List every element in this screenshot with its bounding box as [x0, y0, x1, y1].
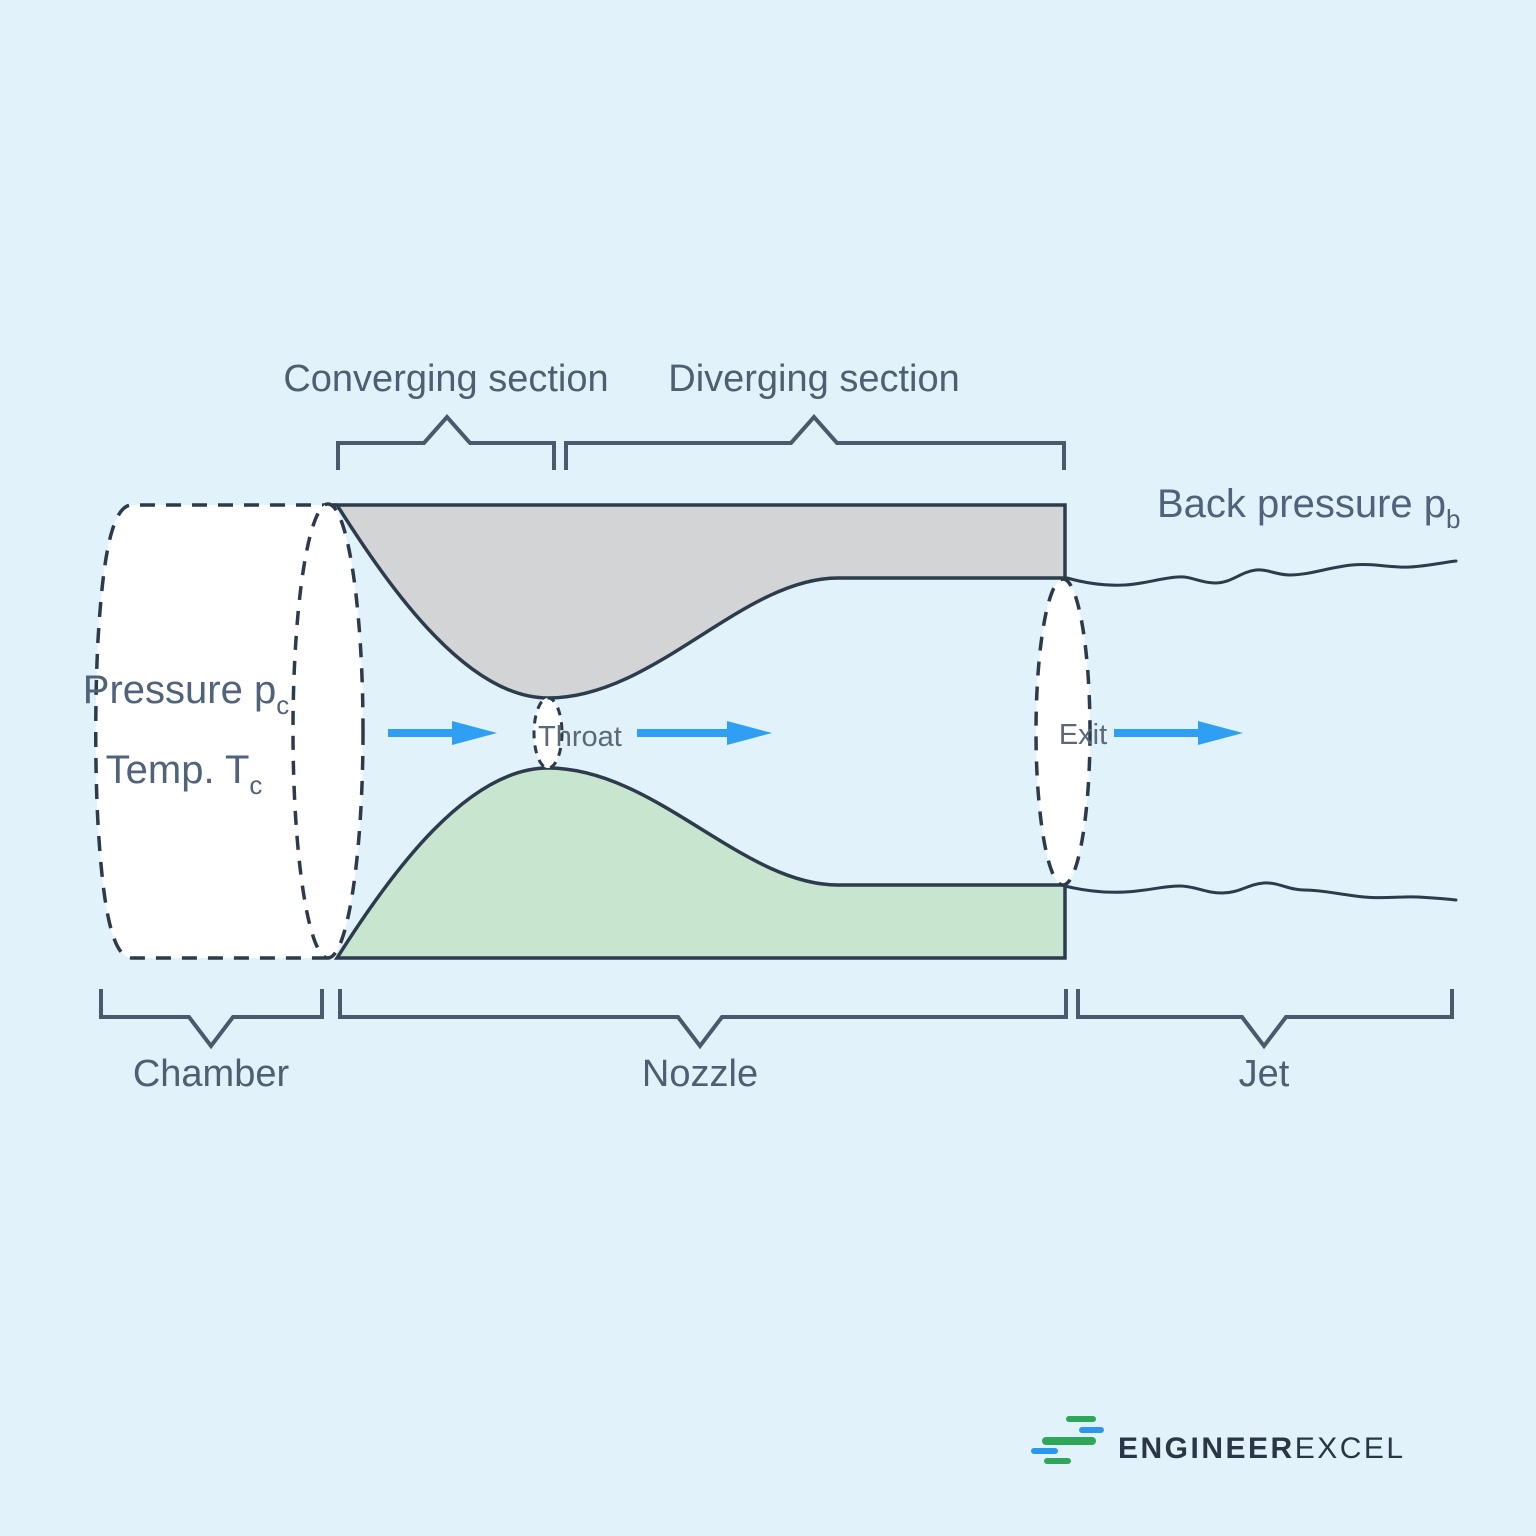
logo-bar-blue-1: [1079, 1427, 1104, 1433]
diverging-section-label: Diverging section: [668, 358, 959, 400]
logo-mark-bars-icon: [1031, 1416, 1104, 1464]
jet-brace-label: Jet: [1239, 1053, 1290, 1095]
chamber-pressure-text: Pressure p: [83, 668, 276, 712]
converging-section-label: Converging section: [283, 358, 608, 400]
flow-arrow-diverging: [637, 721, 772, 745]
back-pressure-subscript: b: [1446, 504, 1460, 534]
throat-label: Throat: [538, 721, 622, 753]
logo-wordmark: ENGINEEREXCEL: [1118, 1432, 1406, 1465]
brand-logo: ENGINEEREXCEL: [1031, 1416, 1406, 1465]
exit-label: Exit: [1059, 719, 1107, 751]
chamber-brace: [99, 989, 324, 1050]
chamber-pressure-subscript: c: [276, 690, 289, 720]
flow-arrow-converging: [388, 721, 497, 745]
throat-ellipse: [532, 696, 564, 770]
logo-bar-green-3: [1044, 1458, 1071, 1464]
nozzle-brace-label: Nozzle: [642, 1053, 758, 1095]
diverging-section-brace: [564, 413, 1066, 470]
converging-section-brace: [336, 413, 556, 470]
chamber-body: [94, 503, 337, 960]
nozzle-brace: [338, 989, 1068, 1050]
chamber-pressure-label: Pressure pc: [83, 668, 289, 720]
flow-arrow-exit: [1114, 721, 1243, 745]
chamber-temp-label: Temp. Tc: [106, 748, 263, 800]
logo-bar-blue-2: [1031, 1448, 1058, 1454]
jet-brace: [1076, 989, 1454, 1050]
back-pressure-text: Back pressure p: [1157, 482, 1446, 526]
nozzle-upper-wall: [333, 503, 1067, 700]
logo-wordmark-bold: ENGINEER: [1118, 1432, 1295, 1465]
chamber-temp-text: Temp. T: [106, 748, 250, 792]
logo-wordmark-light: EXCEL: [1295, 1432, 1406, 1465]
jet-boundary-lower: [1063, 881, 1458, 902]
chamber-brace-label: Chamber: [133, 1053, 290, 1095]
jet-boundary-upper: [1065, 559, 1458, 587]
logo-bar-green-2: [1042, 1437, 1096, 1445]
nozzle-lower-wall: [333, 766, 1067, 960]
chamber-face-ellipse: [291, 502, 365, 960]
back-pressure-label: Back pressure pb: [1157, 482, 1461, 534]
chamber-temp-subscript: c: [249, 770, 262, 800]
logo-bar-green-1: [1066, 1416, 1096, 1422]
exit-plane-ellipse: [1034, 577, 1092, 887]
